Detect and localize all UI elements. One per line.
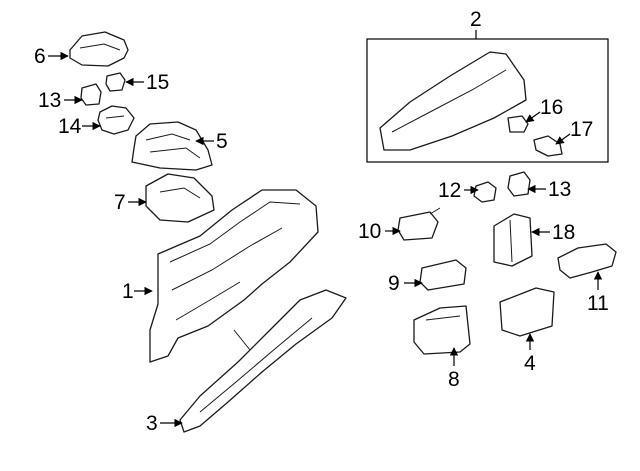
callout-2: 2 [470, 8, 482, 31]
callout-3: 3 [146, 412, 158, 435]
part-8-junction-block[interactable] [413, 305, 471, 355]
callout-7: 7 [114, 191, 126, 214]
part-11-connector[interactable] [557, 243, 617, 279]
callout-16: 16 [540, 96, 563, 119]
callout-4: 4 [524, 352, 536, 375]
callout-13-right: 13 [548, 178, 571, 201]
callout-10: 10 [358, 220, 381, 243]
part-4-module[interactable] [499, 287, 555, 337]
leader-arrows [48, 51, 603, 428]
part-18-relay[interactable] [493, 213, 533, 267]
callout-15: 15 [146, 71, 169, 94]
part-13-clip-left[interactable] [80, 83, 102, 106]
callout-11: 11 [587, 292, 609, 315]
part-15-clip[interactable] [105, 72, 126, 92]
part-14-bracket[interactable] [97, 105, 135, 135]
callout-9: 9 [388, 272, 400, 295]
callout-18: 18 [552, 221, 575, 244]
callout-8: 8 [448, 368, 460, 391]
part-16-block[interactable] [507, 115, 529, 133]
callout-5: 5 [216, 130, 228, 153]
callout-1: 1 [122, 280, 134, 303]
callout-17: 17 [570, 118, 593, 141]
part-3-lower-bracket[interactable] [179, 289, 347, 433]
part-17-block[interactable] [533, 135, 563, 157]
part-13-clip-right[interactable] [507, 171, 531, 197]
part-12-clip[interactable] [473, 181, 497, 203]
callout-13-left: 13 [38, 89, 61, 112]
callout-labels: 6 15 13 14 5 7 1 3 2 16 17 12 13 10 18 9… [34, 8, 609, 435]
callout-14: 14 [58, 115, 82, 138]
callout-6: 6 [34, 45, 46, 68]
part-10-connector[interactable] [397, 207, 441, 241]
part-9-fuse-holder[interactable] [419, 259, 467, 291]
part-1-relay-box[interactable] [149, 189, 319, 363]
part-6-cover[interactable] [69, 31, 129, 67]
part-2-cover[interactable] [379, 51, 527, 151]
part-5-relay-block[interactable] [131, 121, 213, 171]
callout-12: 12 [438, 179, 461, 202]
inset-frame [366, 30, 609, 163]
part-7-tray[interactable] [145, 173, 215, 223]
